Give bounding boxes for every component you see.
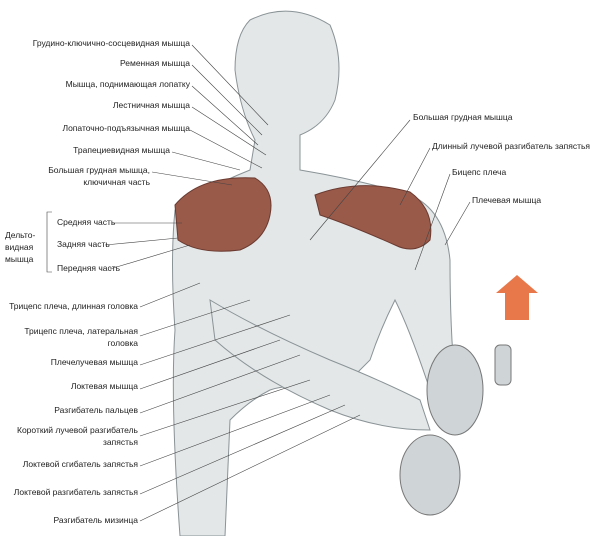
label-ecrb-2: запястья <box>102 437 138 447</box>
deltoid-title-2: видная <box>5 242 34 252</box>
label-omohyoid: Лопаточно-подъязычная мышца <box>62 123 191 133</box>
label-brachioradialis: Плечелучевая мышца <box>50 357 138 367</box>
label-triceps-lateral: Трицепс плеча, латеральная <box>24 326 138 336</box>
label-sternocleidomastoid: Грудино-ключично-сосцевидная мышца <box>32 38 190 48</box>
label-splenius: Ременная мышца <box>119 58 190 68</box>
label-brachialis: Плечевая мышца <box>472 195 542 205</box>
label-trapezius: Трапециевидная мышца <box>73 145 170 155</box>
label-ecrl: Длинный лучевой разгибатель запястья <box>432 141 591 151</box>
label-deltoid-anterior: Передняя часть <box>57 263 121 273</box>
upward-arrow <box>496 275 538 320</box>
label-pectoralis-clavicular-2: ключичная часть <box>83 177 150 187</box>
label-edm: Разгибатель мизинца <box>53 515 139 525</box>
label-levator-scapulae: Мышца, поднимающая лопатку <box>65 79 190 89</box>
dumbbell <box>399 344 512 516</box>
label-triceps-long: Трицепс плеча, длинная головка <box>9 301 138 311</box>
label-ecrb: Короткий лучевой разгибатель <box>17 425 138 435</box>
label-scalene: Лестничная мышца <box>112 100 190 110</box>
label-biceps: Бицепс плеча <box>452 167 507 177</box>
label-fcu: Локтевой сгибатель запястья <box>22 459 138 469</box>
leader-lines <box>104 44 471 522</box>
label-deltoid-posterior: Задняя часть <box>57 239 110 249</box>
label-triceps-lateral-2: головка <box>107 338 138 348</box>
label-pectoralis-major: Большая грудная мышца <box>413 112 513 122</box>
deltoid-bracket <box>46 211 52 273</box>
label-ecu: Локтевой разгибатель запястья <box>13 487 138 497</box>
deltoid-title-3: мышца <box>5 254 34 264</box>
deltoid-title-1: Дельто- <box>5 230 36 240</box>
label-pectoralis-clavicular: Большая грудная мышца, <box>48 165 150 175</box>
label-anconeus: Локтевая мышца <box>70 381 138 391</box>
label-extensor-digitorum: Разгибатель пальцев <box>54 405 138 415</box>
label-deltoid-middle: Средняя часть <box>57 217 116 227</box>
